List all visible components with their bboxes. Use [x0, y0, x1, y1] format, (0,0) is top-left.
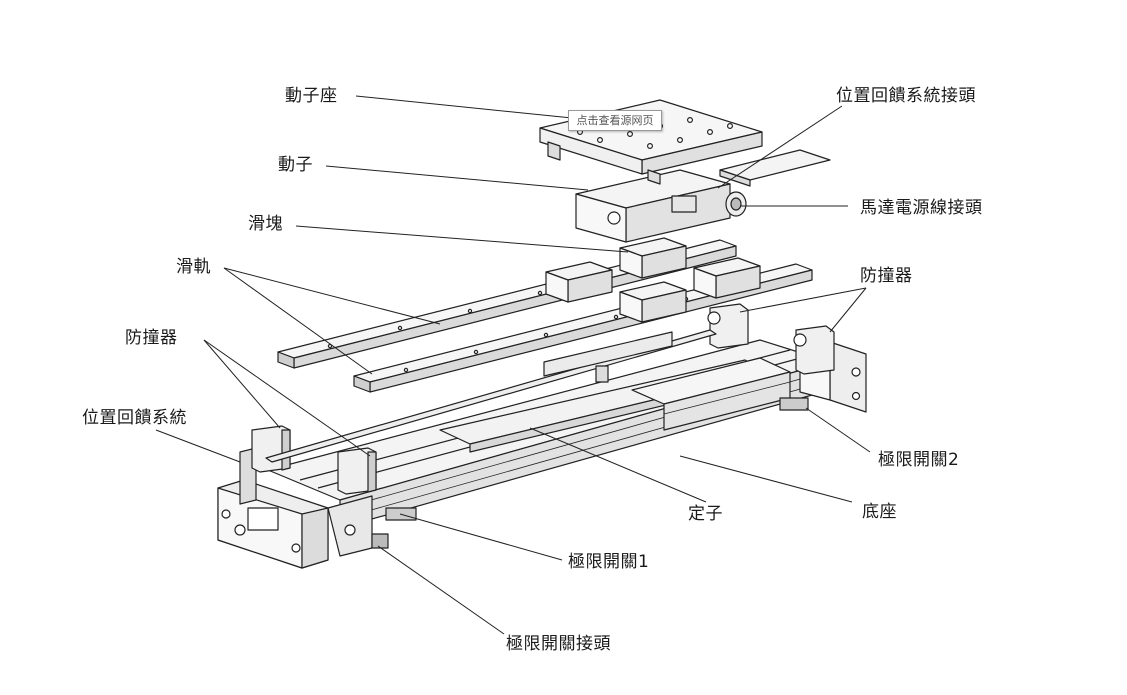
- feedback-scale-strip: [265, 329, 717, 463]
- label-bumper-left: 防撞器: [125, 328, 178, 348]
- label-base: 底座: [862, 502, 897, 522]
- label-mover: 動子: [278, 155, 313, 175]
- label-limit-switch-1: 極限開關1: [568, 552, 650, 572]
- mover-part: [575, 149, 831, 243]
- label-position-feedback: 位置回饋系統: [82, 408, 187, 428]
- label-feedback-connector: 位置回饋系統接頭: [836, 86, 976, 106]
- bumper-blocks: [251, 303, 835, 495]
- stator-part: [371, 357, 809, 549]
- slider-blocks: [545, 237, 761, 323]
- rail-parts: [277, 239, 813, 393]
- label-limit-switch-2: 極限開關2: [878, 450, 960, 470]
- scale-mount: [543, 331, 673, 383]
- label-rail: 滑軌: [176, 257, 211, 277]
- leader-lines: [155, 95, 871, 635]
- label-mover-seat: 動子座: [285, 86, 338, 106]
- label-stator: 定子: [688, 504, 723, 524]
- view-source-tooltip[interactable]: 点击查看源网页: [568, 110, 662, 131]
- mover-seat-part: [539, 99, 763, 185]
- label-bumper-right: 防撞器: [860, 266, 913, 286]
- label-limit-switch-connector: 極限開關接頭: [506, 634, 611, 654]
- label-slider: 滑塊: [248, 214, 283, 234]
- label-motor-power-connector: 馬達電源線接頭: [860, 198, 983, 218]
